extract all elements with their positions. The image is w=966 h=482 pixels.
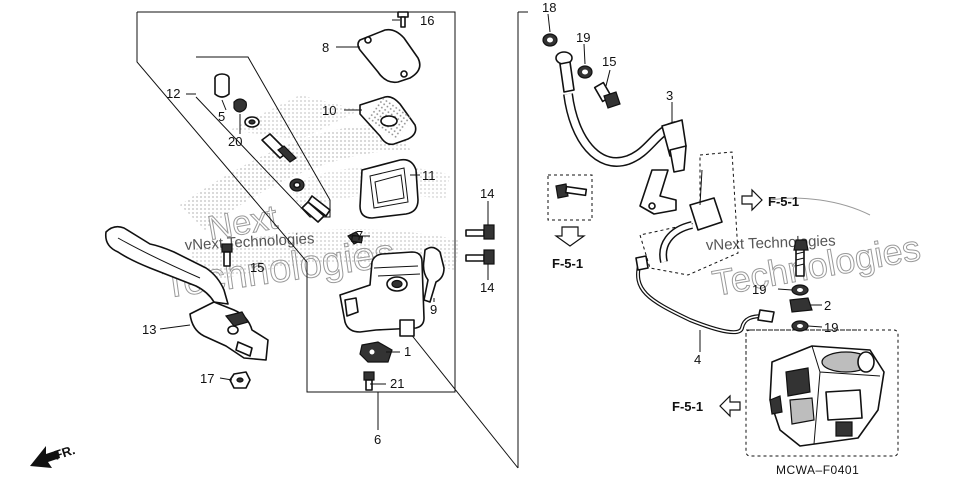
brake-hose-3 bbox=[555, 51, 687, 215]
callout-14-top: 14 bbox=[480, 186, 494, 201]
ref-f-5-1-top: F-5-1 bbox=[768, 194, 799, 209]
group-outlines bbox=[136, 11, 899, 469]
callout-19-c: 19 bbox=[752, 282, 766, 297]
callout-3: 3 bbox=[666, 88, 673, 103]
joint-2 bbox=[789, 297, 813, 313]
right-arrow-icon bbox=[741, 188, 763, 212]
callout-18: 17 bbox=[200, 371, 214, 386]
brake-hose-parts bbox=[542, 33, 885, 447]
callout-8: 8 bbox=[322, 40, 329, 55]
down-arrow-icon bbox=[554, 226, 586, 247]
screw-15 bbox=[221, 243, 233, 267]
callout-1: 1 bbox=[404, 344, 411, 359]
callout-2: 2 bbox=[824, 298, 831, 313]
bolt-right bbox=[793, 239, 809, 277]
nut-18 bbox=[229, 371, 251, 389]
screw-17 bbox=[397, 11, 409, 28]
dust-cap-5 bbox=[214, 73, 230, 98]
callout-17: 16 bbox=[420, 13, 434, 28]
callout-20: 20 bbox=[228, 134, 242, 149]
ref-f-5-1-left: F-5-1 bbox=[552, 256, 583, 271]
washer-19-a bbox=[542, 33, 558, 47]
left-arrow-icon bbox=[719, 394, 741, 418]
joint-part bbox=[659, 169, 723, 263]
callout-5: 5 bbox=[218, 109, 225, 124]
washer-19-c bbox=[791, 284, 809, 296]
callout-12: 12 bbox=[166, 86, 180, 101]
front-label: FR. bbox=[52, 442, 77, 463]
callout-13: 13 bbox=[142, 322, 156, 337]
washer-19-b bbox=[577, 65, 593, 79]
watermark-art: Technologies Next Technologies vNext Tec… bbox=[160, 95, 924, 307]
master-cylinder-body bbox=[339, 251, 425, 337]
callout-11: 11 bbox=[422, 168, 436, 183]
modulator-unit bbox=[769, 345, 885, 447]
piston-set bbox=[244, 116, 331, 223]
washer-19-d bbox=[791, 320, 809, 332]
brake-pipe-4 bbox=[635, 255, 775, 335]
callout-4: 4 bbox=[694, 352, 701, 367]
callout-21: 21 bbox=[390, 376, 404, 391]
callout-16: 15 bbox=[602, 54, 616, 69]
front-arrow-icon bbox=[30, 446, 60, 468]
circlip-20 bbox=[233, 98, 247, 113]
diagram-code: MCWA–F0401 bbox=[776, 463, 859, 477]
callout-6: 6 bbox=[374, 432, 381, 447]
callout-19-d: 19 bbox=[824, 320, 838, 335]
brake-lever-parts: FR. bbox=[30, 225, 269, 468]
callout-19-a: 18 bbox=[542, 0, 556, 15]
callout-numbers: 16 8 10 11 14 14 7 9 1 21 6 12 5 20 15 1… bbox=[142, 0, 838, 447]
ref-f-5-1-bottom: F-5-1 bbox=[672, 399, 703, 414]
section-references: F-5-1 F-5-1 F-5-1 bbox=[552, 194, 799, 414]
callout-15: 15 bbox=[250, 260, 264, 275]
reference-arrows bbox=[554, 188, 763, 418]
reservoir-cap-8 bbox=[357, 28, 421, 84]
callout-19-b: 19 bbox=[576, 30, 590, 45]
bolt-14-top bbox=[465, 224, 495, 240]
bolt-14-bottom bbox=[465, 249, 495, 265]
switch-1 bbox=[359, 341, 393, 363]
brake-lever bbox=[104, 225, 229, 305]
callout-10: 10 bbox=[322, 103, 336, 118]
bolt-16 bbox=[593, 81, 621, 109]
diaphragm-11 bbox=[359, 158, 419, 219]
callout-7: 7 bbox=[356, 228, 363, 243]
screw-21 bbox=[363, 371, 375, 391]
bolt-left bbox=[555, 183, 588, 199]
callout-9: 9 bbox=[430, 302, 437, 317]
callout-14-bottom: 14 bbox=[480, 280, 494, 295]
leader-lines bbox=[159, 13, 823, 430]
boot-9 bbox=[422, 246, 445, 303]
master-cylinder-parts bbox=[214, 11, 495, 391]
watermark-brand-1: vNext Technologies bbox=[184, 230, 315, 254]
screw-7 bbox=[347, 231, 364, 245]
